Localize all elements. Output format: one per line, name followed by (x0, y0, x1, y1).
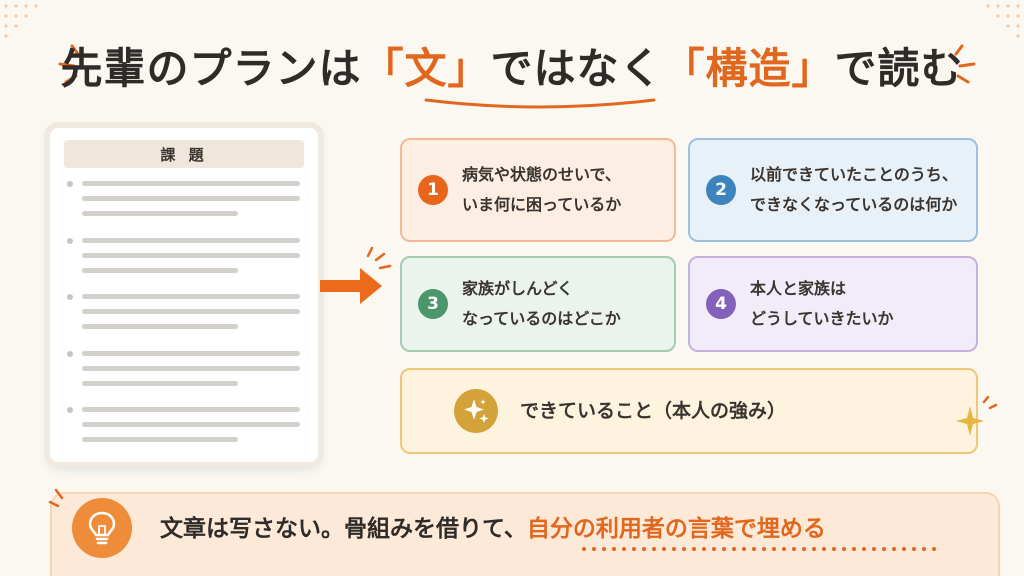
tip-banner (50, 492, 1000, 576)
sparkle-icon (956, 396, 998, 436)
spark-lines-icon (58, 44, 80, 84)
dotted-underline (582, 547, 938, 551)
arrow-right-icon (320, 246, 392, 304)
card-text-line: 病気や状態のせいで、 (462, 165, 621, 184)
title-accent-2: 「構造」 (662, 43, 835, 93)
tip-text-plain: 文章は写さない。骨組みを借りて、 (160, 516, 527, 542)
spark-lines-icon (954, 44, 976, 84)
number-badge: 3 (418, 289, 448, 319)
strengths-label: できていること（本人の強み） (520, 400, 787, 422)
number-badge: 4 (706, 289, 736, 319)
question-card-4: 4 本人と家族は どうしていきたいか (688, 256, 978, 352)
question-card-2: 2 以前できていたことのうち、 できなくなっているのは何か (688, 138, 978, 242)
tip-text: 文章は写さない。骨組みを借りて、自分の利用者の言葉で埋める (160, 508, 826, 544)
number-badge: 1 (418, 175, 448, 205)
card-text-line: 家族がしんどく (462, 279, 574, 298)
card-text-line: いま何に困っているか (462, 195, 622, 214)
page-title: 先輩のプランは「文」ではなく「構造」で読む (60, 30, 964, 100)
dot-pattern-top-left (4, 4, 38, 38)
card-text-line: 本人と家族は (750, 279, 847, 298)
title-part-1: 先輩のプランは (60, 43, 362, 93)
strengths-card: できていること（本人の強み） (400, 368, 978, 454)
sparkle-icon (454, 389, 498, 433)
title-underline (424, 98, 656, 109)
assignment-document: 課 題 (50, 128, 318, 462)
lightbulb-icon (72, 498, 132, 558)
card-text-line: できなくなっているのは何か (750, 195, 958, 214)
question-card-3: 3 家族がしんどく なっているのはどこか (400, 256, 676, 352)
card-text-line: 以前できていたことのうち、 (750, 165, 958, 184)
tip-text-accent: 自分の利用者の言葉で埋める (526, 516, 826, 542)
title-part-3: で読む (834, 43, 964, 93)
spark-lines-icon (48, 488, 64, 508)
document-header: 課 題 (64, 140, 304, 168)
question-card-1: 1 病気や状態のせいで、 いま何に困っているか (400, 138, 676, 242)
card-text-line: どうしていきたいか (750, 309, 894, 328)
dot-pattern-top-right (986, 4, 1020, 38)
document-text-lines (67, 181, 300, 442)
card-text-line: なっているのはどこか (462, 309, 621, 328)
number-badge: 2 (706, 175, 736, 205)
title-accent-1: 「文」 (361, 43, 491, 93)
title-part-2: ではなく (490, 43, 663, 93)
